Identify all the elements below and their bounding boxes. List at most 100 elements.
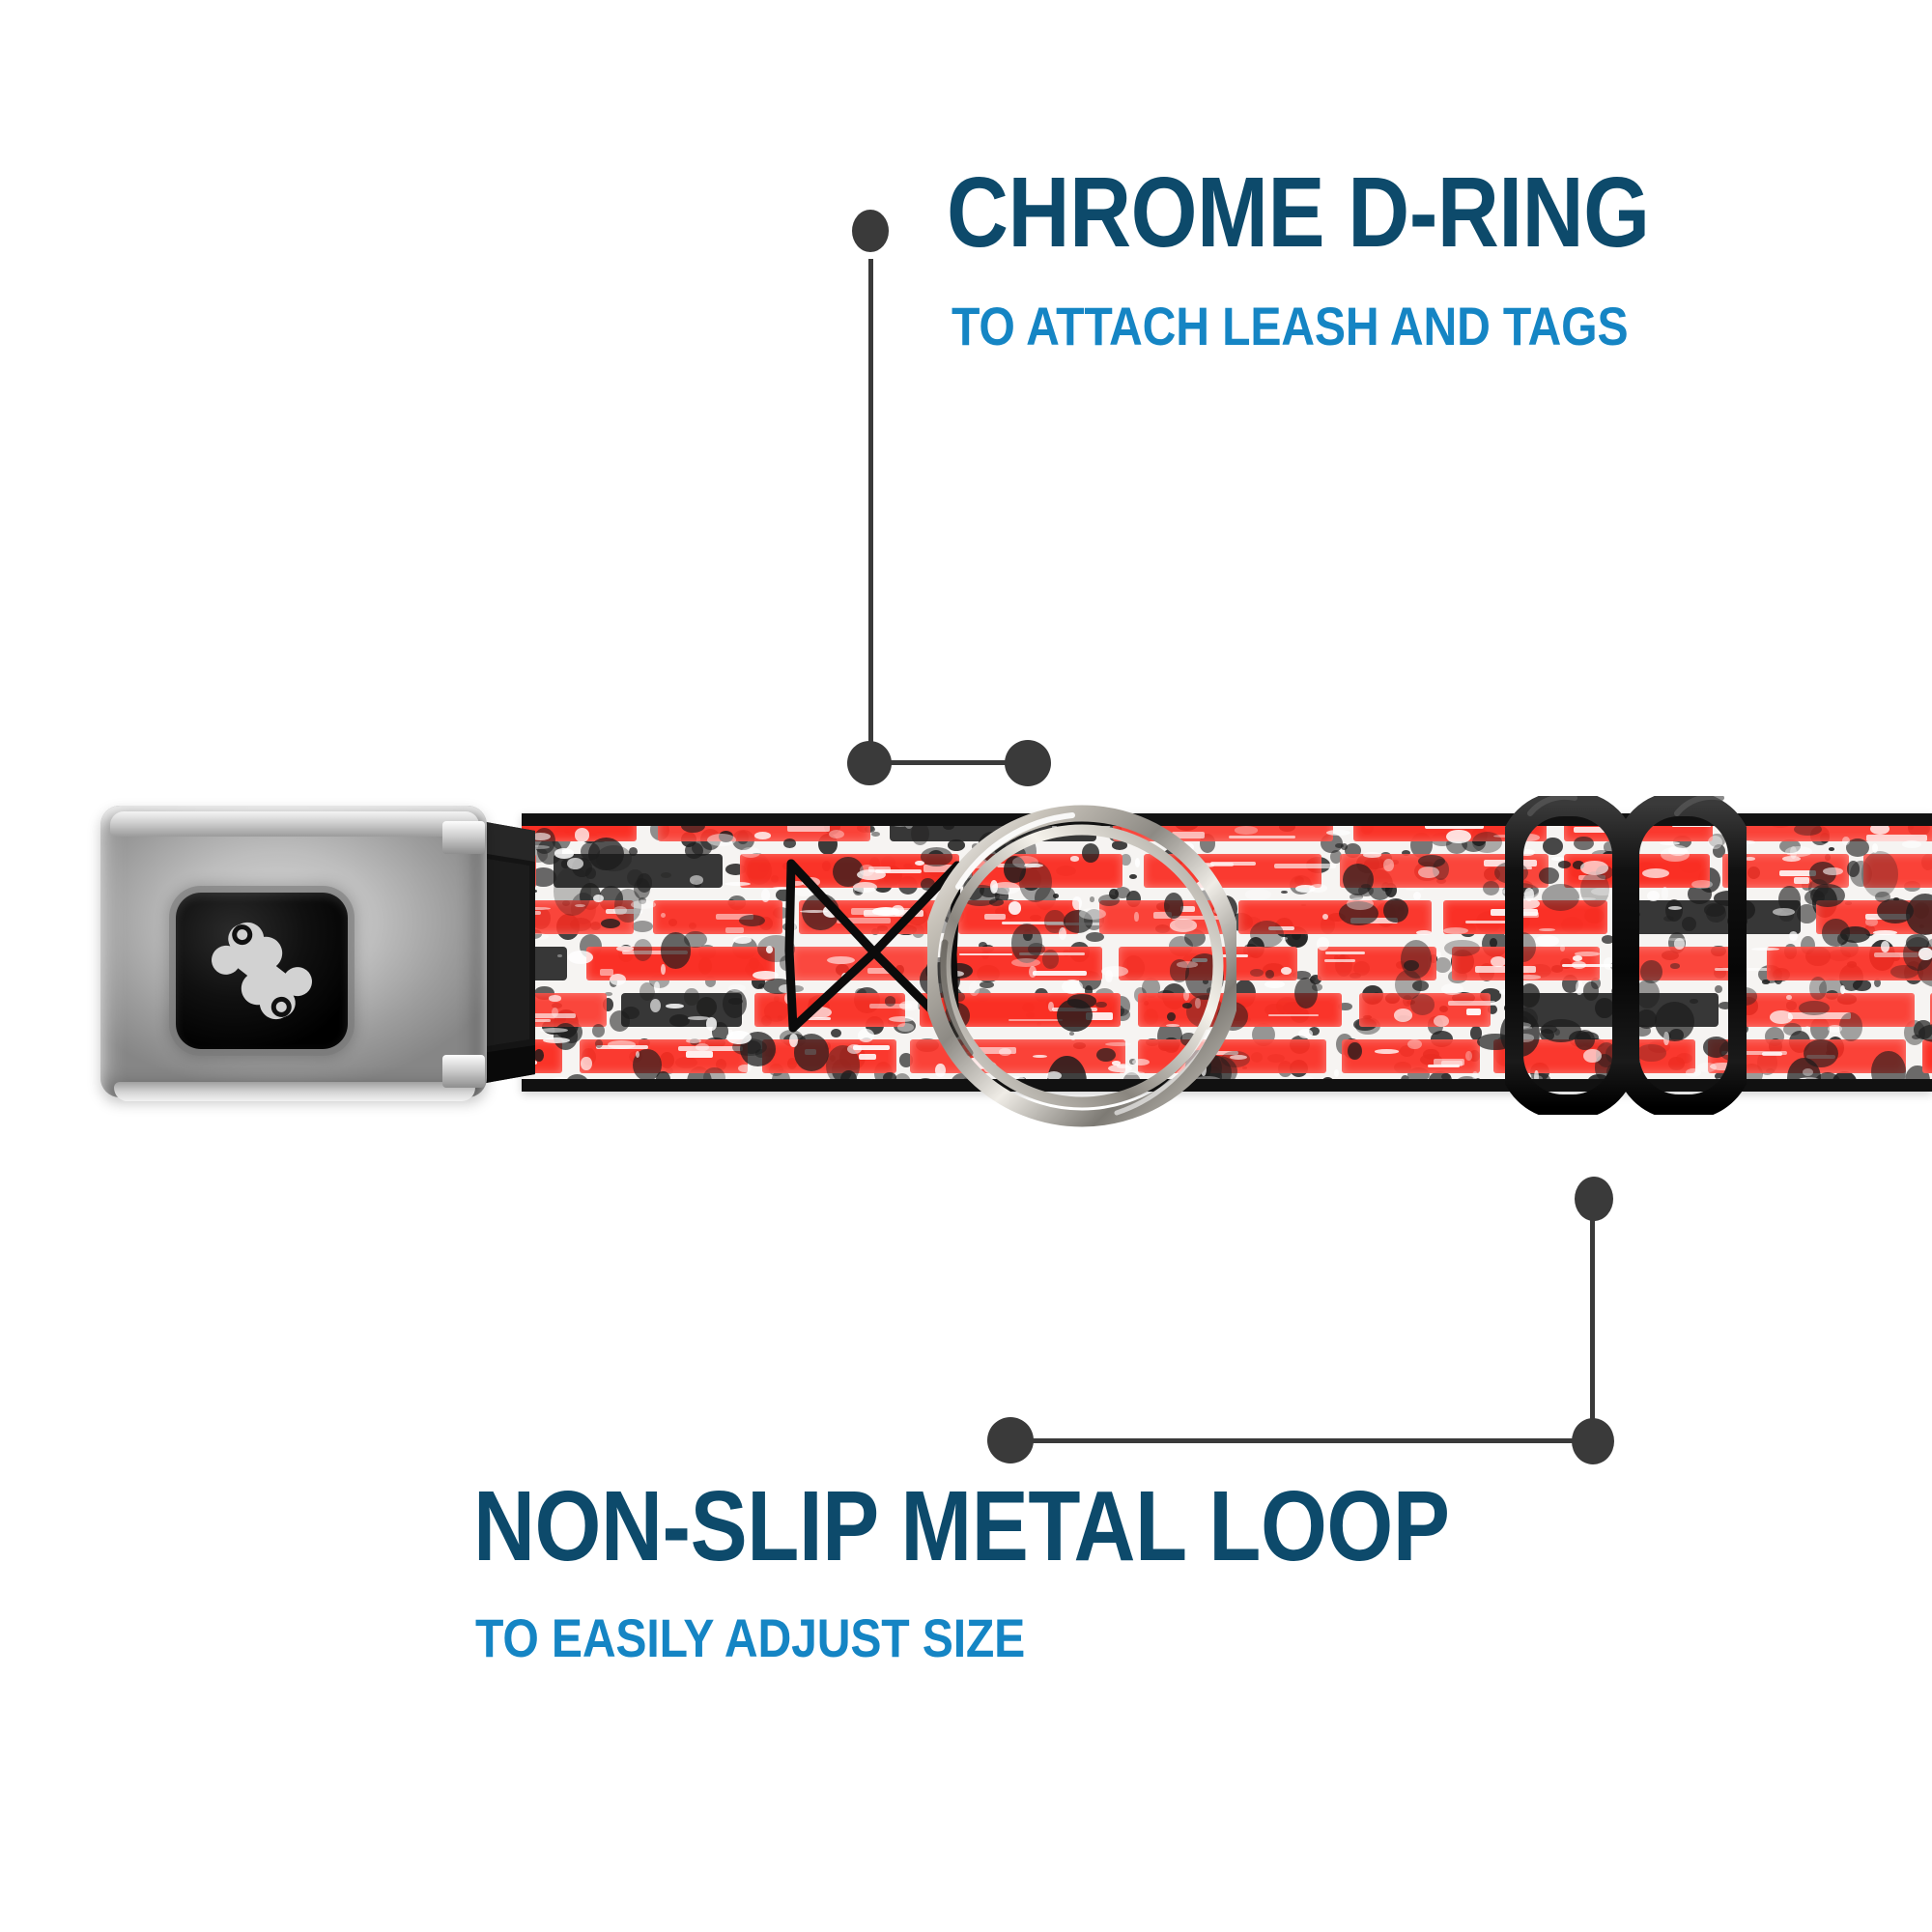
grunge-blotch (1347, 1041, 1363, 1061)
mortar-highlight (1786, 994, 1792, 1001)
brick-distress-streak (1788, 1011, 1851, 1019)
mortar-highlight (1918, 947, 1932, 961)
mortar-highlight (1105, 970, 1113, 983)
grunge-blotch (614, 889, 642, 923)
mortar-highlight (1781, 855, 1802, 862)
mortar-highlight (1661, 847, 1690, 863)
mortar-highlight (1591, 888, 1614, 896)
mortar-highlight (841, 973, 848, 982)
grunge-speck (1112, 840, 1128, 850)
grunge-speck (1852, 980, 1871, 991)
mortar-highlight (1407, 1038, 1422, 1049)
mortar-highlight (1685, 1068, 1702, 1077)
grunge-blotch (553, 867, 592, 916)
brick-distress-streak (605, 909, 642, 915)
brick-distress-streak (1267, 1013, 1320, 1016)
mortar-highlight (1415, 929, 1433, 935)
grunge-blotch (1890, 965, 1918, 979)
brick-distress-streak (522, 1019, 552, 1023)
brick-distress-streak (1448, 1001, 1495, 1006)
mortar-highlight (871, 907, 900, 916)
mortar-highlight (999, 1047, 1012, 1056)
mortar-highlight (706, 834, 736, 846)
brick-gap-shadow (1627, 900, 1801, 934)
mortar-highlight (1603, 957, 1615, 970)
brick-gap-shadow (620, 993, 742, 1027)
grunge-blotch (1838, 1012, 1863, 1041)
grunge-blotch (1334, 843, 1345, 849)
grunge-blotch (1217, 1001, 1249, 1031)
mortar-highlight (1442, 926, 1468, 934)
grunge-blotch (1400, 939, 1433, 979)
mortar-highlight (1059, 927, 1067, 940)
grunge-blotch (1718, 1002, 1733, 1009)
grunge-speck (632, 921, 653, 933)
mortar-highlight (1069, 856, 1080, 862)
grunge-speck (1797, 903, 1817, 923)
brick-pattern (522, 813, 1932, 1092)
grunge-blotch (1733, 987, 1758, 1006)
grunge-blotch (1250, 921, 1284, 949)
buckle-rim-bottom (114, 1082, 475, 1101)
mortar-highlight (1374, 1048, 1400, 1054)
grunge-speck (704, 976, 717, 987)
mortar-highlight (616, 945, 634, 952)
mortar-highlight (784, 992, 796, 1005)
grunge-blotch (1042, 950, 1059, 969)
mortar-highlight (593, 895, 604, 903)
mortar-highlight (898, 1001, 920, 1011)
grunge-blotch (882, 1072, 896, 1083)
mortar-highlight (661, 964, 666, 976)
mortar-highlight (1134, 858, 1140, 867)
leader-line-horizontal-metal-loop (1010, 1438, 1594, 1443)
mortar-highlight (566, 857, 584, 869)
grunge-speck (830, 1028, 841, 1038)
callout-headline-chrome-d-ring: CHROME D-RING (947, 156, 1650, 268)
grunge-blotch (1184, 953, 1225, 1000)
mortar-highlight (1079, 908, 1107, 920)
mortar-highlight (1029, 966, 1037, 978)
mortar-highlight (1710, 1062, 1736, 1071)
mortar-highlight (754, 832, 772, 840)
mortar-highlight (666, 1003, 685, 1009)
mortar-highlight (1788, 931, 1798, 941)
grunge-blotch (660, 932, 692, 970)
mortar-highlight (1772, 908, 1796, 917)
brick-distress-streak (859, 1054, 876, 1060)
brick-distress-streak (1428, 1064, 1460, 1067)
grunge-blotch (595, 845, 633, 871)
grunge-speck (980, 980, 995, 989)
mortar-highlight (1281, 937, 1288, 941)
mortar-highlight (567, 950, 594, 964)
mortar-highlight (557, 953, 563, 958)
mortar-highlight (1534, 934, 1559, 948)
mortar-highlight (1321, 913, 1328, 920)
mortar-highlight (1789, 845, 1797, 859)
mortar-highlight (1134, 912, 1139, 922)
mortar-highlight (1295, 885, 1317, 894)
callout-subhead-chrome-d-ring: TO ATTACH LEASH AND TAGS (952, 296, 1629, 356)
mortar-highlight (1008, 900, 1022, 915)
mortar-highlight (609, 974, 626, 986)
grunge-blotch (1180, 1032, 1197, 1046)
mortar-highlight (1575, 952, 1600, 956)
buckle-tab-bottom (442, 1055, 485, 1088)
brick-distress-streak (1721, 1051, 1788, 1056)
grunge-speck (1779, 838, 1801, 854)
mortar-highlight (1661, 887, 1669, 901)
mortar-highlight (527, 844, 550, 850)
mortar-highlight (1471, 1070, 1478, 1081)
mortar-highlight (661, 912, 667, 919)
mortar-highlight (1873, 930, 1897, 935)
mortar-highlight (526, 933, 550, 941)
mortar-highlight (1198, 1037, 1225, 1043)
grunge-blotch (920, 877, 936, 891)
mortar-highlight (1901, 839, 1922, 848)
mortar-highlight (530, 832, 551, 840)
mortar-highlight (696, 1042, 710, 1051)
grunge-speck (1828, 847, 1835, 851)
mortar-highlight (1280, 966, 1293, 975)
mortar-highlight (581, 1056, 592, 1070)
mortar-highlight (1196, 881, 1207, 892)
mortar-highlight (935, 1063, 946, 1078)
